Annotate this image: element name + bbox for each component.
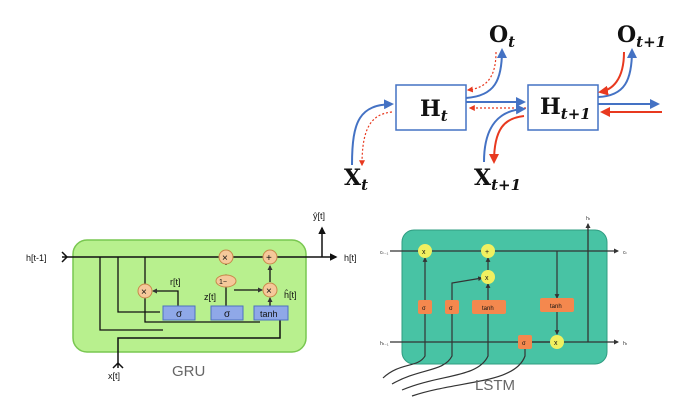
- lstm-op-input-label: x: [485, 275, 489, 282]
- gru-h-feed-1: [99, 257, 163, 331]
- arrow-ht1-to-xt1-grad: [489, 115, 525, 164]
- gru-gate-tanh: [253, 305, 289, 321]
- arrow-xt1-to-ht1: [483, 104, 526, 163]
- lstm-input-curve-1: [382, 314, 426, 379]
- lstm-gate-tanh-1: [472, 300, 506, 314]
- x-t1-label: Xt+1: [474, 165, 521, 194]
- gru-gate-sigma-1: [162, 305, 196, 321]
- lstm-gate-tanh-1-label: tanh: [482, 306, 494, 312]
- lstm-diagram: cₜ₋₁ cₜ hₜ₋₁ hₜ hₜ σ σ tanh tanh σ: [380, 216, 628, 397]
- x-t-label: Xt: [344, 165, 368, 194]
- gru-diagram: h[t-1] h[t] ŷ[t] x[t] σ σ tanh × ×: [26, 211, 357, 381]
- lstm-gate-tanh-2: [540, 298, 574, 312]
- gru-z-label: z[t]: [204, 292, 216, 302]
- lstm-gate-sigma-1-label: σ: [422, 306, 426, 312]
- gru-gate-sigma-2: [210, 305, 244, 321]
- lstm-gate-sigma-2-label: σ: [449, 306, 453, 312]
- lstm-gate-sigma-3-label: σ: [522, 341, 526, 347]
- h-t-label: Ht: [420, 96, 448, 125]
- gru-op-add: [262, 249, 278, 265]
- gru-x-input-line: [117, 320, 281, 368]
- gru-h-prev-tick: [61, 251, 69, 263]
- gru-h-prev-label: h[t-1]: [26, 253, 47, 263]
- lstm-h-out-label: hₜ: [623, 341, 628, 347]
- gru-gate-sigma-2-label: σ: [224, 309, 231, 320]
- lstm-h-prev-label: hₜ₋₁: [380, 341, 389, 347]
- arrow-ht-to-ot: [465, 48, 507, 99]
- lstm-gate-sigma-1: [418, 300, 432, 314]
- lstm-input-curve-2: [391, 314, 453, 385]
- gru-op-add-label: +: [266, 253, 272, 264]
- lstm-op-add-label: +: [485, 249, 489, 256]
- gru-caption: GRU: [172, 363, 205, 380]
- lstm-op-output: [550, 335, 564, 349]
- lstm-op-forget: [418, 244, 432, 258]
- gru-h-tilde-label: ĥ[t]: [284, 289, 297, 300]
- h-t1-box: [527, 84, 599, 131]
- arrow-ht1-to-ot1: [597, 48, 637, 98]
- gru-op-mult-top-label: ×: [222, 253, 228, 264]
- gru-h-feed-2: [117, 257, 160, 313]
- lstm-i-path: [451, 276, 483, 300]
- gru-op-one-minus: [215, 274, 237, 288]
- gru-x-in-label: x[t]: [108, 371, 120, 381]
- rnn-diagram: Ht Ht+1 Ot Ot+1 Xt Xt+1: [344, 22, 666, 194]
- lstm-h-top-label: hₜ: [586, 216, 591, 222]
- arrow-ot1-to-ht1-grad: [598, 51, 625, 96]
- h-t1-label: Ht+1: [540, 94, 591, 123]
- lstm-gate-tanh-2-label: tanh: [550, 304, 562, 310]
- gru-op-mult-z: [262, 282, 278, 298]
- arrow-ot-to-ht-grad: [466, 51, 497, 93]
- gru-x-tick: [112, 361, 124, 369]
- gru-h-out-label: h[t]: [344, 253, 357, 263]
- o-t1-label: Ot+1: [617, 22, 666, 51]
- lstm-input-curve-4: [411, 348, 526, 397]
- lstm-gate-sigma-2: [445, 300, 459, 314]
- lstm-gate-sigma-3: [518, 335, 532, 349]
- gru-r-label: r[t]: [170, 277, 181, 287]
- lstm-cell-box: [401, 229, 608, 365]
- h-t-box: [395, 84, 467, 131]
- lstm-op-output-label: x: [554, 340, 558, 347]
- lstm-op-forget-label: x: [422, 249, 426, 256]
- gru-cell-box: [72, 239, 307, 353]
- lstm-op-input: [481, 270, 495, 284]
- gru-op-mult-r: [137, 283, 153, 299]
- gru-gate-tanh-label: tanh: [260, 309, 278, 319]
- lstm-input-curve-3: [401, 314, 489, 391]
- lstm-c-out-label: cₜ: [623, 250, 628, 256]
- lstm-c-prev-label: cₜ₋₁: [380, 250, 389, 256]
- gru-op-mult-z-label: ×: [266, 286, 272, 297]
- gru-rh-path: [144, 297, 260, 323]
- gru-op-one-minus-label: 1−: [219, 279, 227, 286]
- lstm-caption: LSTM: [475, 377, 515, 394]
- o-t-label: Ot: [489, 22, 515, 51]
- gru-r-path: [151, 288, 179, 308]
- lstm-op-add: [481, 244, 495, 258]
- gru-gate-sigma-1-label: σ: [176, 309, 183, 320]
- arrow-ht-to-xt-grad: [359, 111, 393, 167]
- gru-op-mult-r-label: ×: [141, 287, 147, 298]
- gru-op-mult-top: [218, 249, 234, 265]
- arrow-xt-to-ht: [351, 99, 394, 166]
- gru-y-out-label: ŷ[t]: [313, 211, 325, 221]
